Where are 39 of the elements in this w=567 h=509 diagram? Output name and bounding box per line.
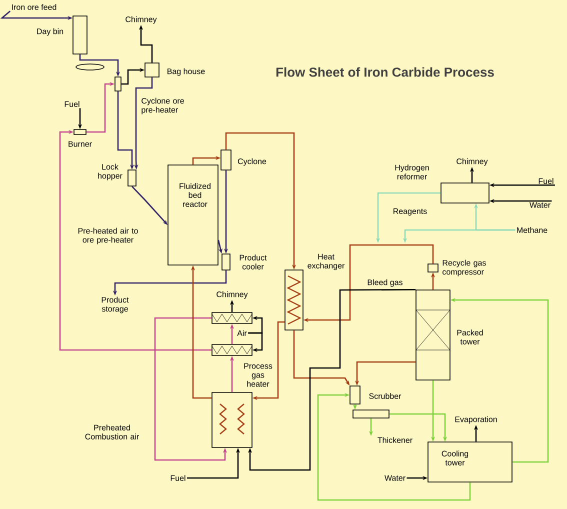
- equipment-label: Burner: [68, 141, 92, 147]
- stream-label: Preheated Combustion air: [85, 424, 139, 440]
- equipment-label: Packed tower: [457, 330, 483, 344]
- equipment-label: Cyclone ore pre-heater: [142, 98, 184, 114]
- equipment-label: Thickener: [378, 437, 412, 443]
- stream-label: Fuel: [64, 101, 80, 107]
- equipment-label: Cyclone: [238, 158, 266, 166]
- arrow: [248, 332, 263, 352]
- equipment-label: Hydrogen reformer: [395, 164, 429, 180]
- stream-label: Fuel: [538, 178, 554, 184]
- stream-label: Product storage: [102, 296, 129, 314]
- stream-label: Reagents: [394, 208, 427, 216]
- stream-label: Chimney: [456, 158, 488, 166]
- stream-label: Methane: [517, 227, 548, 233]
- stream-label: Water: [384, 475, 406, 481]
- equipment-label: Product cooler: [240, 254, 267, 270]
- equipment-label: Process gas heater: [244, 363, 272, 387]
- stream-label: Air: [237, 330, 247, 336]
- equipment-label: Day bin: [37, 28, 64, 36]
- equipment-label: Bag house: [168, 68, 205, 76]
- stream-label: Chimney: [126, 16, 157, 24]
- stream-label: Iron ore feed: [12, 4, 56, 10]
- stream-label: Chimney: [216, 291, 248, 299]
- equipment-label: Fluidized bed reactor: [180, 183, 210, 207]
- equipment-label: Heat exchanger: [308, 254, 345, 270]
- equipment-label: Scrubber: [369, 393, 402, 399]
- stream-label: Fuel: [170, 475, 186, 481]
- stream-label: Pre-heated air to ore pre-heater: [78, 228, 138, 244]
- stream-label: Water: [530, 202, 550, 208]
- arrow: [59, 130, 212, 351]
- stream-label: Evaporation: [455, 416, 497, 424]
- air-preheater: [212, 312, 252, 324]
- arrow: [317, 392, 471, 501]
- equipment-label: Recycle gas compressor: [442, 260, 486, 276]
- air-preheater: [212, 344, 252, 356]
- title: Flow Sheet of Iron Carbide Process: [276, 67, 494, 77]
- equipment-label: Lock hopper: [98, 164, 122, 180]
- arrow: [248, 288, 416, 471]
- equipment-label: Cooling tower: [442, 450, 468, 466]
